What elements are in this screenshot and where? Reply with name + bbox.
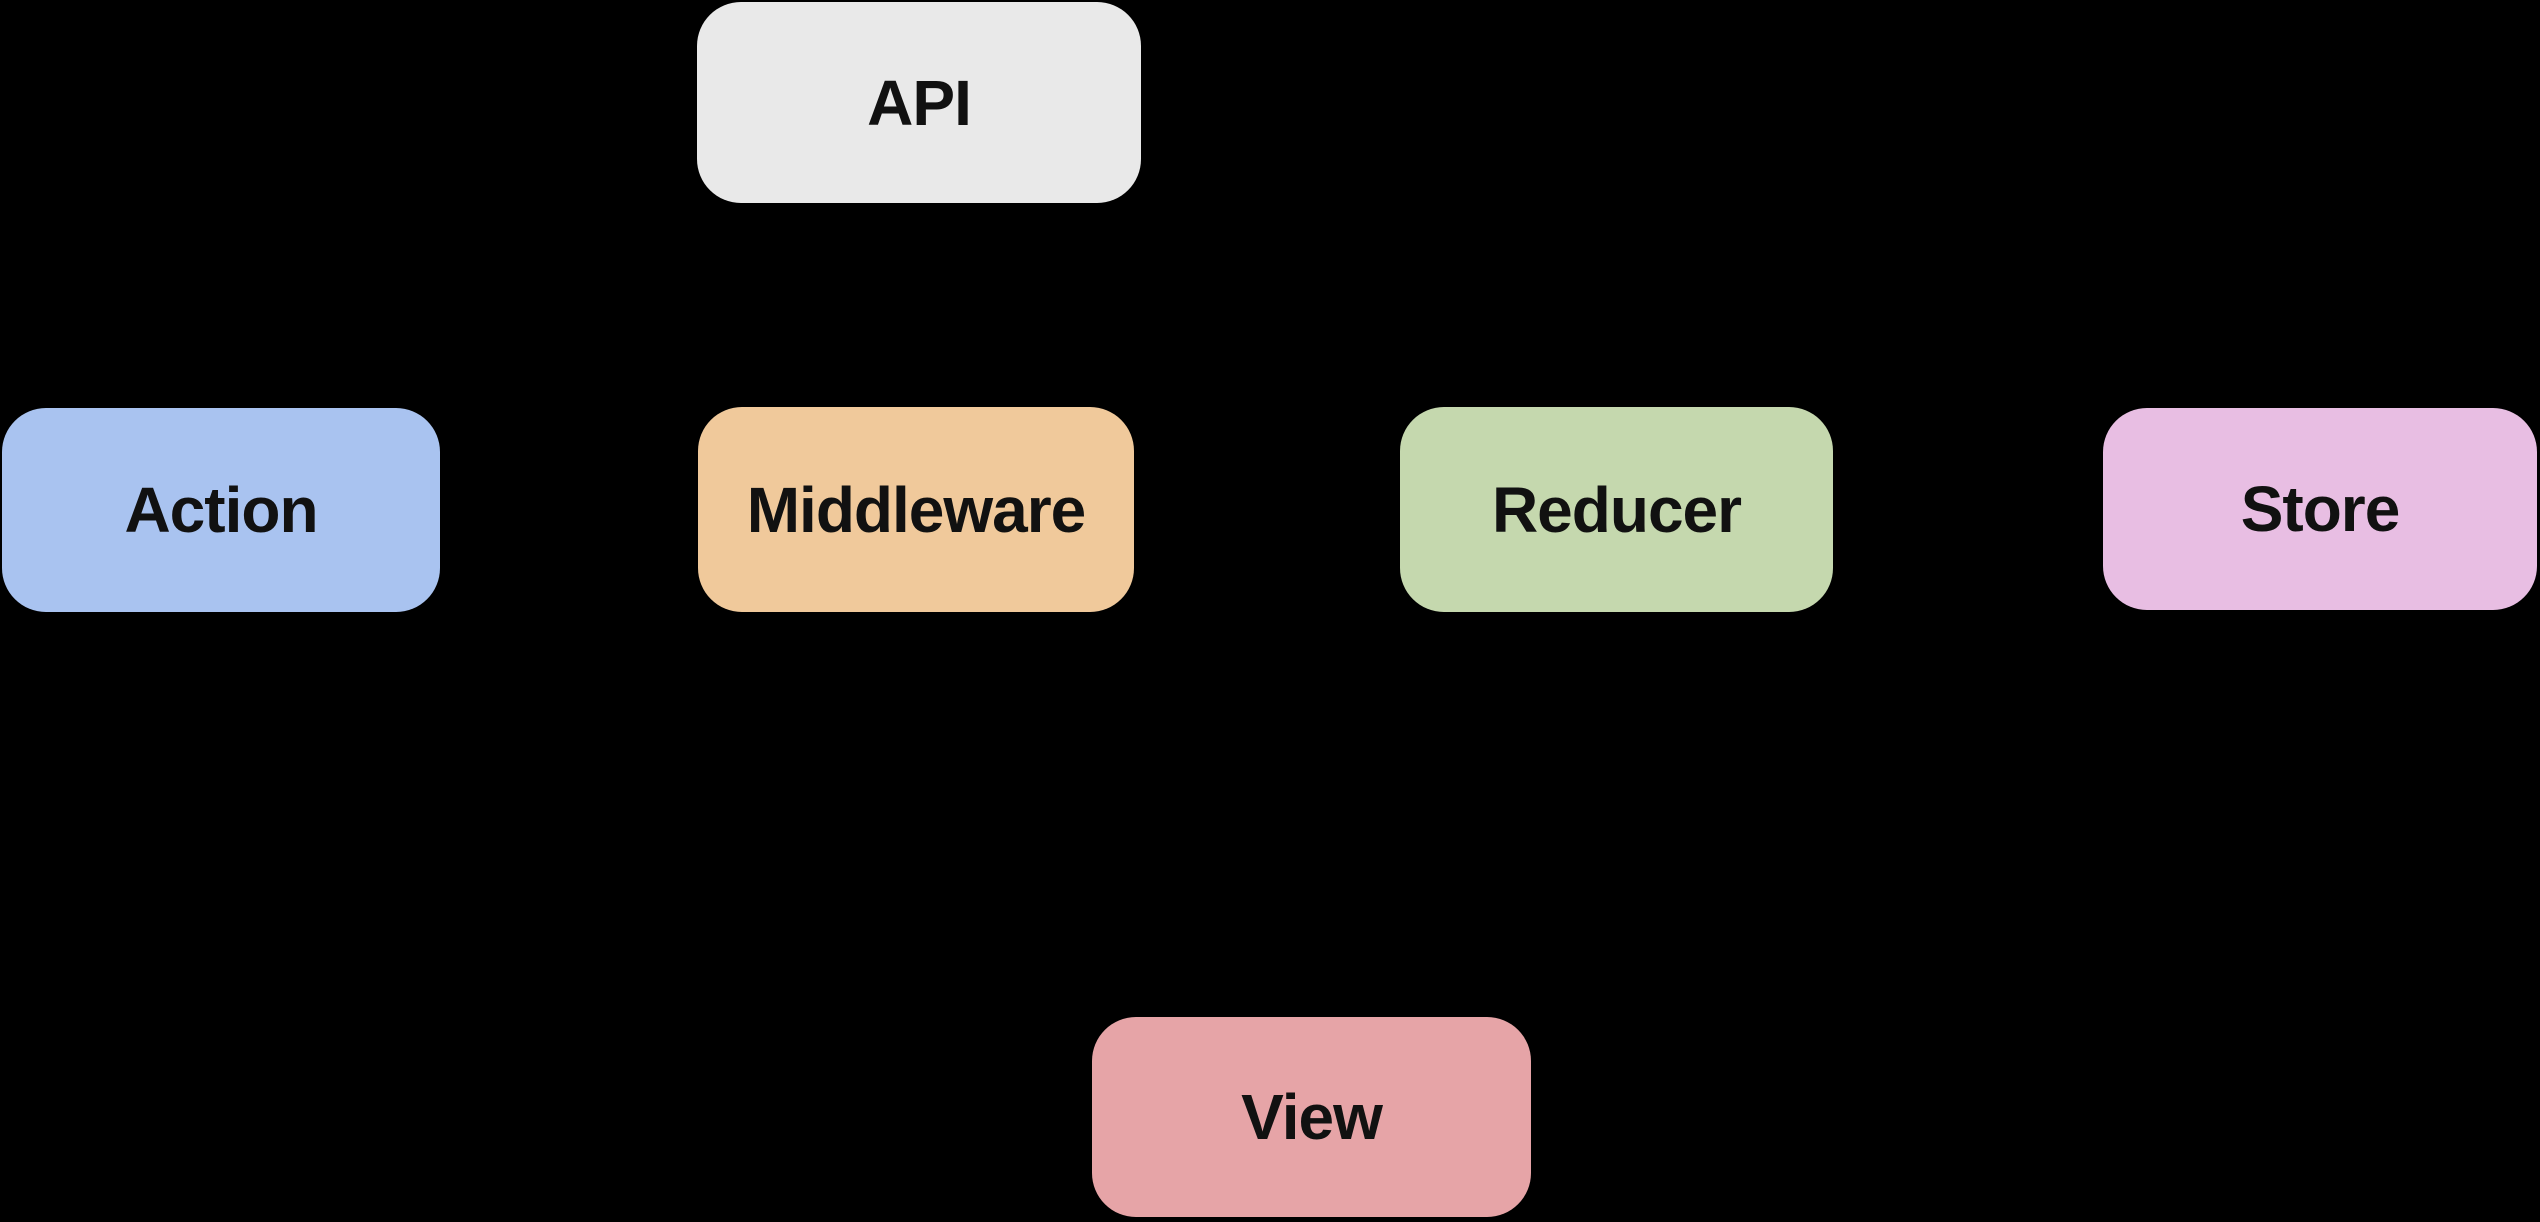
arrowhead-into-action-icon xyxy=(207,616,235,642)
edge-api-to-middleware xyxy=(971,200,999,404)
node-action-label: Action xyxy=(124,474,318,546)
arrowhead-into-middleware-top-icon xyxy=(971,378,999,404)
edge-view-to-action xyxy=(207,616,1095,1122)
edge-line xyxy=(1548,607,2323,1122)
node-api: API xyxy=(697,2,1141,203)
edge-middleware-to-api xyxy=(841,207,869,410)
edge-reducer-to-store xyxy=(1830,496,2098,524)
arrowhead-into-store-icon xyxy=(2070,496,2098,524)
node-middleware-label: Middleware xyxy=(746,473,1087,546)
edge-line xyxy=(437,505,681,513)
edge-action-to-middleware xyxy=(437,494,703,522)
edge-line xyxy=(218,640,1095,1122)
edge-middleware-to-reducer xyxy=(1131,496,1394,524)
node-api-label: API xyxy=(867,66,972,139)
edge-store-to-view xyxy=(1524,607,2323,1133)
node-view: View xyxy=(1092,1017,1531,1217)
node-middleware: Middleware xyxy=(698,407,1134,612)
node-reducer-label: Reducer xyxy=(1491,473,1742,546)
node-reducer: Reducer xyxy=(1400,407,1833,612)
node-view-label: View xyxy=(1241,1081,1383,1153)
arrowhead-into-api-icon xyxy=(841,207,869,233)
arrowhead-into-reducer-icon xyxy=(1367,496,1394,524)
node-store: Store xyxy=(2103,408,2537,610)
node-store-label: Store xyxy=(2240,473,2401,545)
node-action: Action xyxy=(2,408,440,612)
